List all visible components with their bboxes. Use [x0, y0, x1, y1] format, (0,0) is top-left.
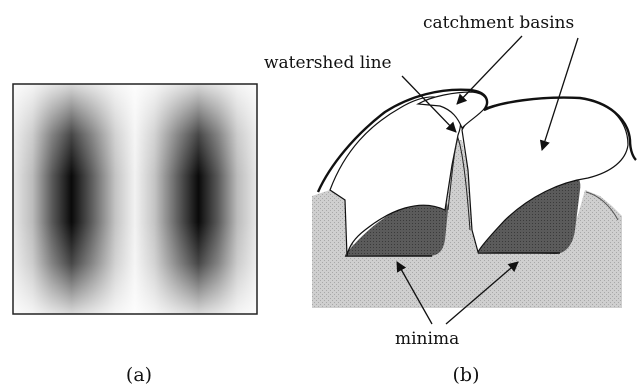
surface-outline [316, 88, 637, 193]
basin-right [478, 175, 581, 254]
label-minima: minima [395, 329, 459, 349]
basin-left [345, 197, 448, 256]
label-watershed-line: watershed line [264, 53, 392, 73]
caption-a: (a) [126, 364, 152, 386]
caption-b: (b) [453, 364, 480, 386]
terrain-region [312, 140, 622, 308]
gradient-image-fade [13, 84, 257, 314]
panel-a: (a) [12, 83, 258, 386]
label-catchment-basins: catchment basins [423, 13, 574, 33]
arrow-watershed-line [401, 75, 457, 133]
gradient-image-border [12, 83, 258, 315]
arrow-minima-left [396, 261, 433, 325]
arrow-catchment-to-cap [456, 35, 523, 105]
arrow-catchment-to-right [539, 37, 579, 151]
watershed-ridge [447, 136, 471, 231]
arrow-minima-right [445, 261, 519, 325]
panel-b: catchment basins watershed line minima (… [264, 13, 637, 386]
terrain-tail [585, 191, 619, 221]
